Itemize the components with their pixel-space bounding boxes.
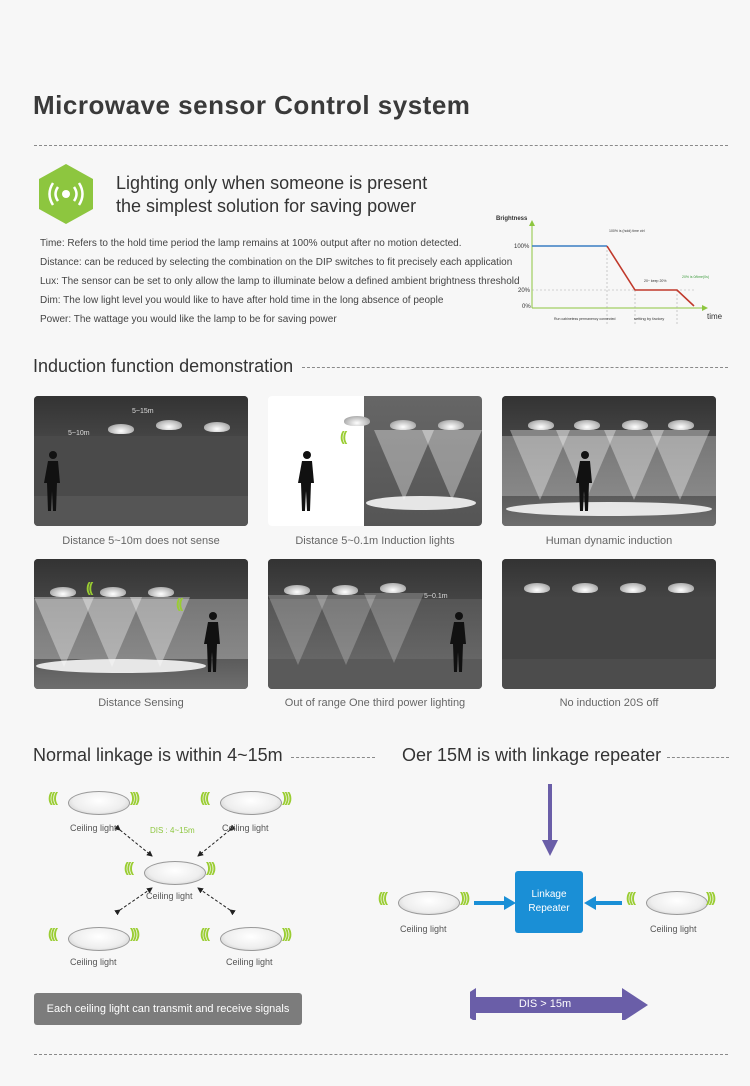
label-5-15m: 5~15m <box>132 408 154 415</box>
desc-lux: Lux: The sensor can be set to only allow… <box>40 276 520 287</box>
annot-1: 100% is (hold) time ctrl <box>609 229 645 233</box>
signal-icon: ((( <box>200 925 210 941</box>
ceiling-light-icon <box>220 927 282 951</box>
tick-20: 20% <box>518 288 531 294</box>
signal-icon: (( <box>176 595 183 611</box>
demo-photo-1: 5~15m 5~10m <box>34 396 248 526</box>
linkage-note: Each ceiling light can transmit and rece… <box>34 993 302 1025</box>
arrow-left-icon <box>584 896 596 910</box>
signal-icon: ))) <box>706 889 716 905</box>
label-5-0.1m: 5~0.1m <box>424 593 448 600</box>
demo-photo-4: (( (( <box>34 559 248 689</box>
person-icon <box>450 612 466 672</box>
person-icon <box>576 451 592 511</box>
tagline-line-2: the simplest solution for saving power <box>116 196 417 216</box>
chart-ylabel: Brightness <box>496 216 528 222</box>
ceiling-light-icon <box>646 891 708 915</box>
caption-5: Out of range One third power lighting <box>284 697 466 709</box>
ceiling-light-icon <box>68 791 130 815</box>
tick-0: 0% <box>522 304 531 310</box>
xseg-1: Run cabinetess permanency connected <box>554 317 616 321</box>
divider-linkage-left <box>291 757 375 758</box>
y-axis-arrow-icon <box>529 220 535 226</box>
person-icon <box>44 451 60 511</box>
ceiling-light-label: Ceiling light <box>70 823 117 833</box>
divider-bottom <box>34 1054 728 1055</box>
caption-1: Distance 5~10m does not sense <box>62 535 220 547</box>
signal-icon: ((( <box>626 889 636 905</box>
demo-photo-5: 5~0.1m <box>268 559 482 689</box>
desc-time: Time: Refers to the hold time period the… <box>40 238 462 249</box>
dis-label: DIS : 4~15m <box>150 826 195 835</box>
signal-icon: ((( <box>200 789 210 805</box>
caption-4: Distance Sensing <box>98 697 184 709</box>
brightness-chart: Brightness time 100% 20% 0% 100% is (hol… <box>496 216 723 324</box>
ceiling-light-icon <box>398 891 460 915</box>
desc-distance: Distance: can be reduced by selecting th… <box>40 257 513 268</box>
signal-icon: ))) <box>282 925 292 941</box>
desc-dim: Dim: The low light level you would like … <box>40 295 444 306</box>
signal-icon: ))) <box>460 889 470 905</box>
signal-icon: ))) <box>206 859 216 875</box>
signal-icon: ))) <box>282 789 292 805</box>
repeater-diagram <box>470 784 648 1020</box>
signal-icon: ))) <box>130 925 140 941</box>
page-title: Microwave sensor Control system <box>33 90 471 120</box>
tagline: Lighting only when someone is present th… <box>116 172 427 218</box>
caption-2: Distance 5~0.1m Induction lights <box>295 535 455 547</box>
caption-3: Human dynamic induction <box>545 535 673 547</box>
signal-icon: ((( <box>124 859 134 875</box>
divider-top <box>34 145 728 146</box>
linkage-right-heading: Oer 15M is with linkage repeater <box>402 745 662 765</box>
linkage-repeater-box: Linkage Repeater <box>515 871 583 933</box>
ceiling-light-label: Ceiling light <box>146 891 193 901</box>
demo-photo-3 <box>502 396 716 526</box>
signal-icon: ((( <box>48 789 58 805</box>
signal-icon: ((( <box>48 925 58 941</box>
linkage-diagram <box>114 824 236 916</box>
ceiling-light-label: Ceiling light <box>222 823 269 833</box>
divider-linkage-right <box>667 757 729 758</box>
induction-heading: Induction function demonstration <box>33 356 294 376</box>
dis-right-label: DIS > 15m <box>518 998 572 1010</box>
ceiling-light-label: Ceiling light <box>400 924 447 934</box>
repeater-label: Linkage Repeater <box>528 889 570 914</box>
chart-xlabel: time <box>707 312 723 321</box>
ceiling-light-label: Ceiling light <box>650 924 697 934</box>
ceiling-light-label: Ceiling light <box>70 957 117 967</box>
caption-6: No induction 20S off <box>559 697 659 709</box>
tick-100: 100% <box>514 244 530 250</box>
arrow-right-icon <box>504 896 516 910</box>
annot-3: 20% is 0/time(0s) <box>682 275 709 279</box>
x-axis-arrow-icon <box>702 305 708 311</box>
double-arrow-icon <box>470 988 648 1020</box>
linkage-left-heading: Normal linkage is within 4~15m <box>33 745 283 765</box>
ceiling-light-label: Ceiling light <box>226 957 273 967</box>
xseg-2: setting by factory <box>634 316 664 321</box>
person-icon <box>204 612 220 672</box>
wireless-signal-icon <box>39 164 93 224</box>
ceiling-light-icon <box>220 791 282 815</box>
arrow-down-icon <box>542 840 558 856</box>
person-icon <box>298 451 314 511</box>
desc-power: Power: The wattage you would like the la… <box>40 314 337 325</box>
signal-icon: (( <box>86 579 93 595</box>
divider-induction <box>302 367 728 368</box>
signal-icon: ))) <box>130 789 140 805</box>
label-5-10m: 5~10m <box>68 430 90 437</box>
ceiling-light-icon <box>144 861 206 885</box>
series-dim-segment <box>606 245 695 307</box>
demo-photo-2: (( <box>268 396 482 526</box>
signal-icon: (( <box>340 428 347 444</box>
annot-2: 20~ keep 20% <box>644 279 666 283</box>
tagline-line-1: Lighting only when someone is present <box>116 173 428 193</box>
demo-photo-6 <box>502 559 716 689</box>
ceiling-light-icon <box>68 927 130 951</box>
signal-icon: ((( <box>378 889 388 905</box>
